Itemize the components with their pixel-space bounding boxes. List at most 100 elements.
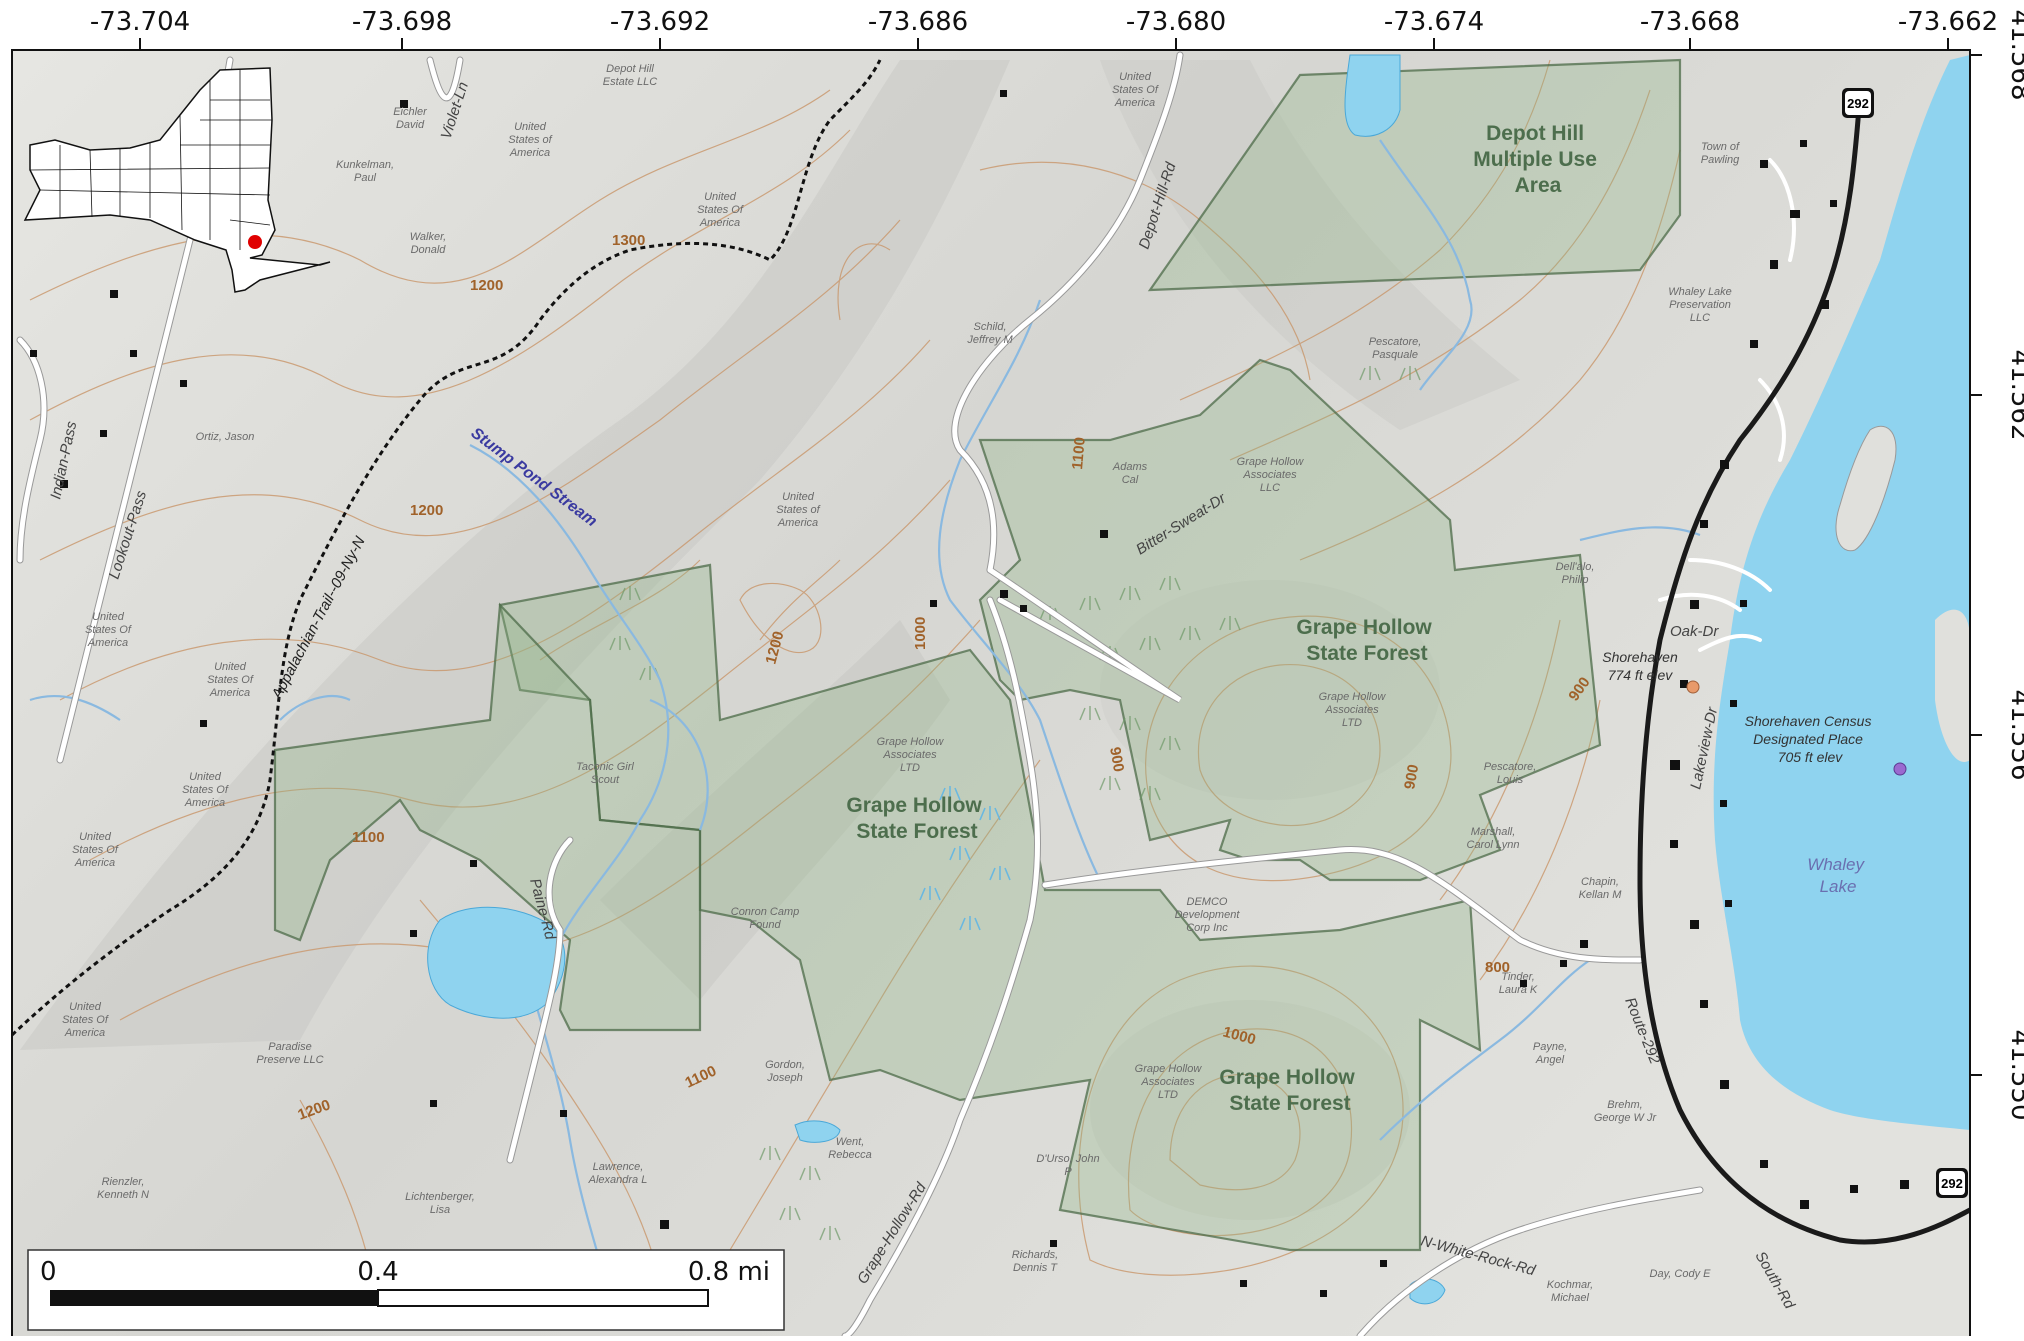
- grape-hollow-c-label: Grape Hollow State Forest: [846, 794, 987, 843]
- whaley-lake: [1713, 55, 1970, 1130]
- grape-hollow-ne-label: Grape Hollow State Forest: [1296, 616, 1437, 665]
- owner-label-rienzler: Rienzler,Kenneth N: [97, 1176, 149, 1201]
- ridge-shade-west: [20, 60, 1010, 1050]
- owner-label-lichtenberger: Lichtenberger,Lisa: [405, 1191, 475, 1216]
- scale-bar: 0 0.4 0.8 mi: [27, 1249, 785, 1331]
- x-tick-label: -73.704: [90, 7, 190, 37]
- appalachian-trail: [12, 59, 882, 1037]
- buildings: [30, 90, 1909, 1297]
- ridge-shade-south: [600, 620, 950, 1000]
- x-tick-label: -73.686: [868, 7, 968, 37]
- contour-label: 1000: [912, 617, 929, 650]
- x-tick-label: -73.662: [1898, 7, 1998, 37]
- owner-label-day: Day, Cody E: [1650, 1268, 1712, 1280]
- y-tick-label: 41.568: [2005, 10, 2024, 101]
- y-axis: 41.568 41.562 41.556 41.550: [1970, 10, 2024, 1121]
- shorehaven-label: Shorehaven: [1602, 649, 1678, 665]
- owner-label-kunkelman: Kunkelman,Paul: [336, 159, 394, 184]
- y-tick-label: 41.550: [2005, 1030, 2024, 1121]
- owner-label-gordon: Gordon,Joseph: [765, 1059, 805, 1084]
- contour-label: 1200: [470, 277, 503, 294]
- x-tick-label: -73.692: [610, 7, 710, 37]
- forest-polygons: [273, 58, 1682, 1252]
- oak-dr-label: Oak-Dr: [1670, 623, 1719, 640]
- shield-label: 292: [1941, 1176, 1963, 1191]
- lake-island: [1835, 425, 1897, 552]
- small-pond-s: [794, 1120, 841, 1143]
- scale-label-0: 0: [40, 1257, 57, 1287]
- owner-label-pescatore-l: Pescatore,Louis: [1484, 761, 1537, 786]
- scale-bar-segment-white: [377, 1289, 709, 1307]
- stump-pond-stream: [469, 444, 670, 941]
- x-tick-label: -73.680: [1126, 7, 1226, 37]
- cdp-label: Shorehaven Census Designated Place 705 f…: [1745, 713, 1876, 765]
- owner-label-lawrence: Lawrence,Alexandra L: [588, 1161, 648, 1186]
- owner-label-tinder: Tinder,Laura K: [1499, 971, 1538, 996]
- depot-hill-label: Depot Hill Multiple Use Area: [1473, 122, 1603, 197]
- owner-label-pescatore-p: Pescatore,Pasquale: [1369, 336, 1422, 361]
- shorehaven-marker: [1686, 680, 1700, 694]
- inset-county-lines: [29, 70, 272, 250]
- contour-label: 900: [1401, 763, 1422, 791]
- scale-label-end: 0.8 mi: [688, 1257, 770, 1287]
- x-tick-label: -73.674: [1384, 7, 1484, 37]
- owner-label-brehm: Brehm,George W Jr: [1594, 1099, 1658, 1124]
- contour-label: 1300: [612, 232, 645, 249]
- x-tick-label: -73.698: [352, 7, 452, 37]
- whaley-lake-label: Whaley Lake: [1807, 855, 1868, 896]
- owner-label-dellalo: Dell'alo,Philip: [1556, 561, 1595, 586]
- terrain-layer: [12, 50, 1970, 1340]
- y-tick-label: 41.562: [2005, 350, 2024, 441]
- y-tick-label: 41.556: [2005, 690, 2024, 781]
- route-292-shield-south: 292: [1936, 1168, 1968, 1198]
- depot-hill-polygon: [1147, 58, 1682, 292]
- owner-label-kochmar: Kochmar,Michael: [1547, 1279, 1593, 1304]
- shield-label: 292: [1847, 96, 1869, 111]
- route-292-line: [1637, 92, 1970, 1245]
- owner-label-richards: Richards,Dennis T: [1012, 1249, 1059, 1274]
- depot-pond: [1344, 54, 1401, 137]
- roads: [16, 51, 1970, 1340]
- x-axis: -73.704 -73.698 -73.692 -73.686 -73.680 -73.6…: [90, 7, 1998, 50]
- owner-label-schild: Schild,Jeffrey M: [966, 321, 1013, 346]
- grape-hollow-s-label: Grape Hollow State Forest: [1219, 1066, 1360, 1115]
- contour-label: 900: [1106, 746, 1127, 774]
- owner-label-went: Went,Rebecca: [828, 1136, 871, 1161]
- owner-label-walker: Walker,Donald: [410, 231, 447, 256]
- ridge-shade-east: [1100, 60, 1520, 430]
- grape-hollow-w-polygon: [273, 602, 702, 1032]
- contour-label: 1100: [352, 829, 385, 846]
- hill-shade-south: [1090, 1000, 1410, 1220]
- contour-label: 1100: [1069, 436, 1089, 470]
- x-tick-label: -73.668: [1640, 7, 1740, 37]
- cdp-marker: [1893, 762, 1907, 776]
- owner-label-marshall: Marshall,Carol Lynn: [1467, 826, 1520, 851]
- contour-label: 1200: [410, 502, 443, 519]
- shorehaven-elev-label: 774 ft elev: [1608, 667, 1674, 683]
